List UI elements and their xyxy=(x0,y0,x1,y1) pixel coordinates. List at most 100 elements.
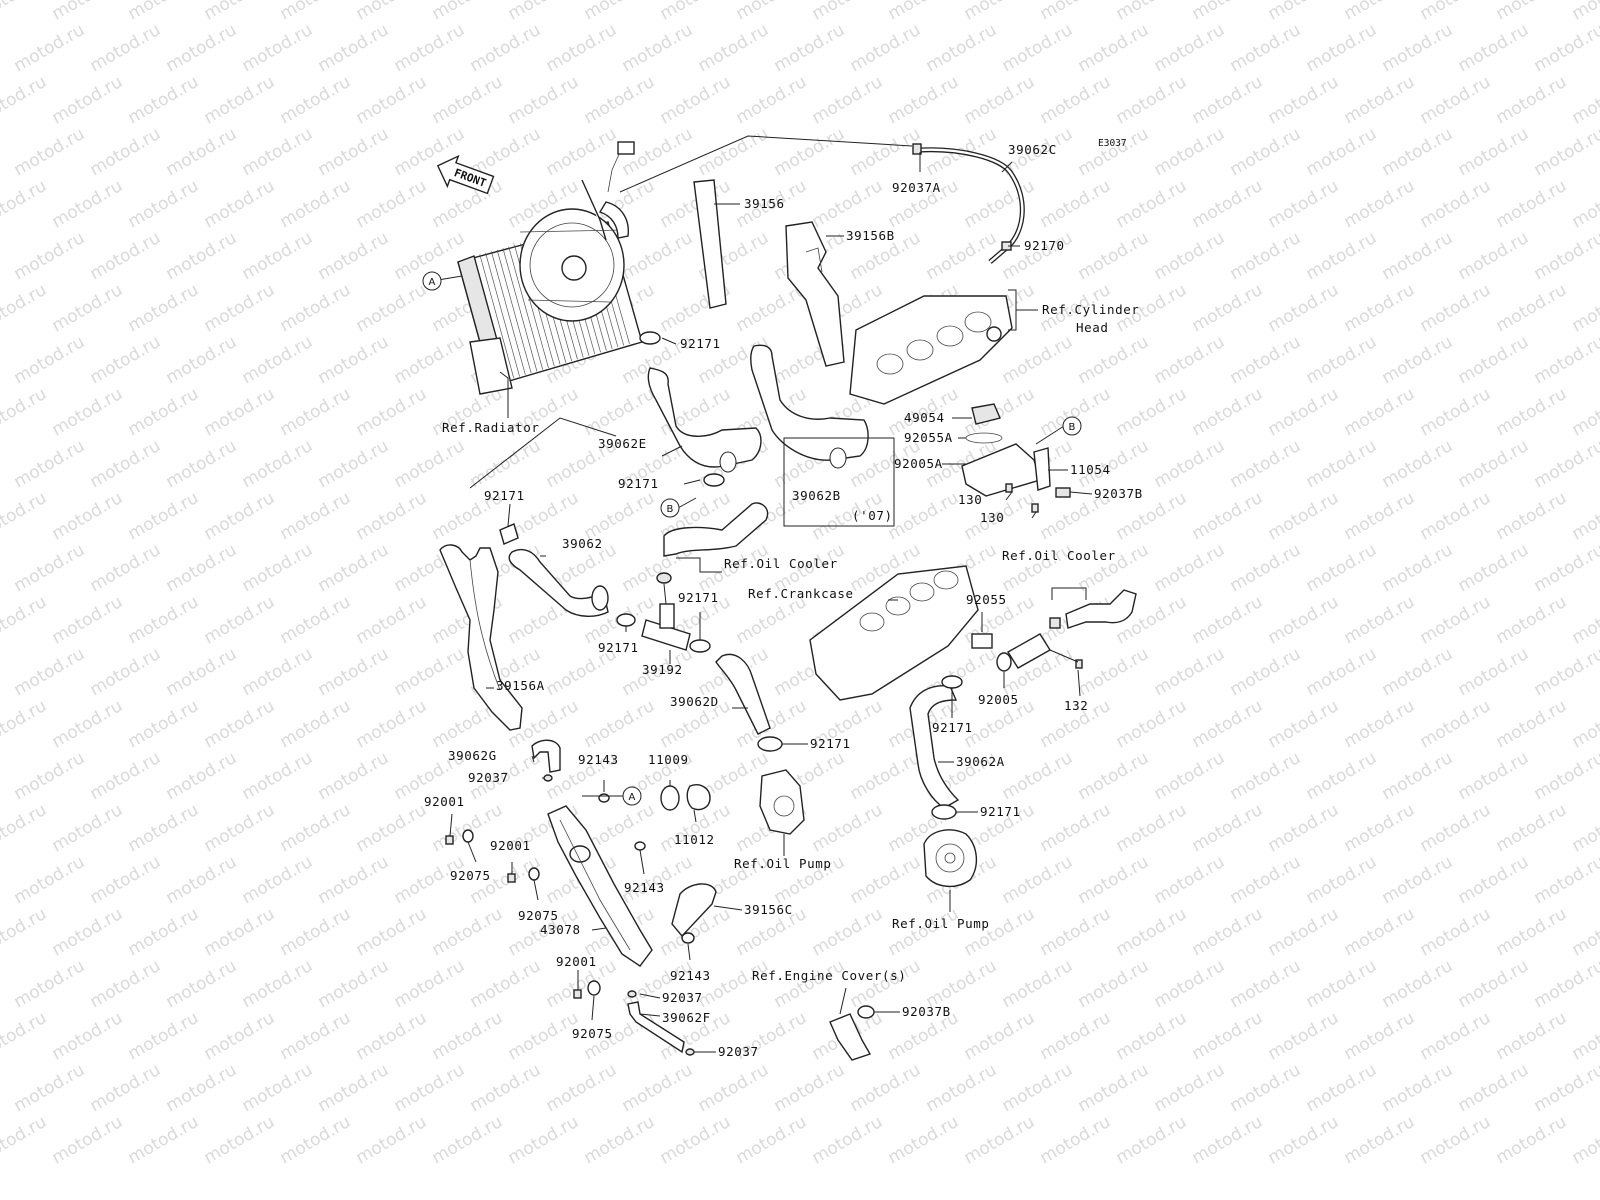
watermark-text: motod.ru xyxy=(277,904,355,960)
label-92037a: 92037A xyxy=(892,180,941,195)
watermark-text: motod.ru xyxy=(1227,228,1305,284)
watermark-text: motod.ru xyxy=(163,956,241,1012)
label-92170: 92170 xyxy=(1024,238,1065,253)
label-39062: 39062 xyxy=(562,536,603,551)
watermark-text: motod.ru xyxy=(1151,748,1229,804)
watermark-text: motod.ru xyxy=(125,384,203,440)
watermark-text: motod.ru xyxy=(1189,1112,1267,1168)
hose-39062a xyxy=(909,685,960,809)
watermark-text: motod.ru xyxy=(1379,228,1457,284)
watermark-text: motod.ru xyxy=(49,280,127,336)
watermark-text: motod.ru xyxy=(1417,592,1495,648)
clamp-92171-d xyxy=(616,613,636,627)
watermark-text: motod.ru xyxy=(201,696,279,752)
watermark-text: motod.ru xyxy=(1531,20,1600,76)
watermark-text: motod.ru xyxy=(1455,228,1533,284)
watermark-text: motod.ru xyxy=(315,436,393,492)
watermark-text: motod.ru xyxy=(1265,280,1343,336)
reserve-tank-43078 xyxy=(547,805,653,967)
watermark-text: motod.ru xyxy=(1341,1112,1419,1168)
radiator-fin xyxy=(479,254,515,379)
label-92075-a: 92075 xyxy=(450,868,491,883)
watermark-text: motod.ru xyxy=(49,72,127,128)
marker-a-upper: A xyxy=(422,271,442,291)
watermark-text: motod.ru xyxy=(1341,1008,1419,1064)
watermark-text: motod.ru xyxy=(49,1008,127,1064)
watermark-text: motod.ru xyxy=(1531,540,1600,596)
watermark-text: motod.ru xyxy=(1417,800,1495,856)
housing-cap-11054 xyxy=(1033,447,1051,491)
hose-39062g xyxy=(531,739,561,773)
watermark-text: motod.ru xyxy=(49,488,127,544)
clamp-92171-a xyxy=(639,331,661,345)
watermark-text: motod.ru xyxy=(1493,1112,1571,1168)
watermark-text: motod.ru xyxy=(11,1060,89,1116)
watermark-text: motod.ru xyxy=(999,228,1077,284)
watermark-text: motod.ru xyxy=(1303,332,1381,388)
label-39062e: 39062E xyxy=(598,436,647,451)
watermark-text: motod.ru xyxy=(1075,124,1153,180)
watermark-text: motod.ru xyxy=(1075,748,1153,804)
cover-39156 xyxy=(693,179,727,309)
watermark-text: motod.ru xyxy=(1113,1008,1191,1064)
watermark-text: motod.ru xyxy=(1379,1060,1457,1116)
watermark-text: motod.ru xyxy=(1151,1060,1229,1116)
watermark-text: motod.ru xyxy=(1265,904,1343,960)
watermark-text: motod.ru xyxy=(695,20,773,76)
watermark-text: motod.ru xyxy=(1265,800,1343,856)
watermark-text: motod.ru xyxy=(163,436,241,492)
watermark-text: motod.ru xyxy=(1569,72,1600,128)
watermark-text: motod.ru xyxy=(1075,644,1153,700)
watermark-text: motod.ru xyxy=(125,0,203,24)
label-11012: 11012 xyxy=(674,832,715,847)
label-92143-a: 92143 xyxy=(578,752,619,767)
watermark-text: motod.ru xyxy=(353,0,431,24)
watermark-text: motod.ru xyxy=(1455,436,1533,492)
watermark-text: motod.ru xyxy=(923,20,1001,76)
watermark-text: motod.ru xyxy=(1379,540,1457,596)
label-11054: 11054 xyxy=(1070,462,1111,477)
watermark-text: motod.ru xyxy=(1341,800,1419,856)
label-92037b-upper: 92037B xyxy=(1094,486,1143,501)
watermark-text: motod.ru xyxy=(999,20,1077,76)
hose-oil-cooler-lower xyxy=(1065,589,1137,629)
watermark-text: motod.ru xyxy=(1037,800,1115,856)
watermark-text: motod.ru xyxy=(429,1112,507,1168)
label-39062a: 39062A xyxy=(956,754,1005,769)
watermark-text: motod.ru xyxy=(1341,592,1419,648)
watermark-text: motod.ru xyxy=(961,1112,1039,1168)
clamp-92171-f xyxy=(941,675,963,689)
watermark-text: motod.ru xyxy=(11,748,89,804)
watermark-text: motod.ru xyxy=(1227,436,1305,492)
label-92171-b: 92171 xyxy=(618,476,659,491)
watermark-text: motod.ru xyxy=(809,176,887,232)
watermark-text: motod.ru xyxy=(1417,0,1495,24)
watermark-text: motod.ru xyxy=(277,280,355,336)
watermark-text: motod.ru xyxy=(1569,1112,1600,1168)
watermark-text: motod.ru xyxy=(543,1060,621,1116)
bolt-130-a xyxy=(1005,483,1013,493)
watermark-text: motod.ru xyxy=(353,72,431,128)
watermark-text: motod.ru xyxy=(277,1112,355,1168)
watermark-text: motod.ru xyxy=(999,748,1077,804)
watermark-text: motod.ru xyxy=(505,72,583,128)
label-ref-engine-covers: Ref.Engine Cover(s) xyxy=(752,968,906,983)
diagram-code: E3037 xyxy=(1098,138,1127,149)
watermark-text: motod.ru xyxy=(125,488,203,544)
label-92037-b: 92037 xyxy=(662,990,703,1005)
marker-b-upper: B xyxy=(1062,416,1082,436)
damper-92075-c xyxy=(587,980,601,996)
watermark-text: motod.ru xyxy=(353,384,431,440)
watermark-text: motod.ru xyxy=(87,436,165,492)
watermark-text: motod.ru xyxy=(1227,540,1305,596)
watermark-text: motod.ru xyxy=(0,0,50,24)
watermark-text: motod.ru xyxy=(581,384,659,440)
watermark-text: motod.ru xyxy=(1151,644,1229,700)
watermark-text: motod.ru xyxy=(1189,592,1267,648)
watermark-text: motod.ru xyxy=(201,488,279,544)
watermark-text: motod.ru xyxy=(0,1008,50,1064)
watermark-text: motod.ru xyxy=(1569,280,1600,336)
thermostat-housing-group xyxy=(961,403,1071,513)
watermark-text: motod.ru xyxy=(1455,124,1533,180)
